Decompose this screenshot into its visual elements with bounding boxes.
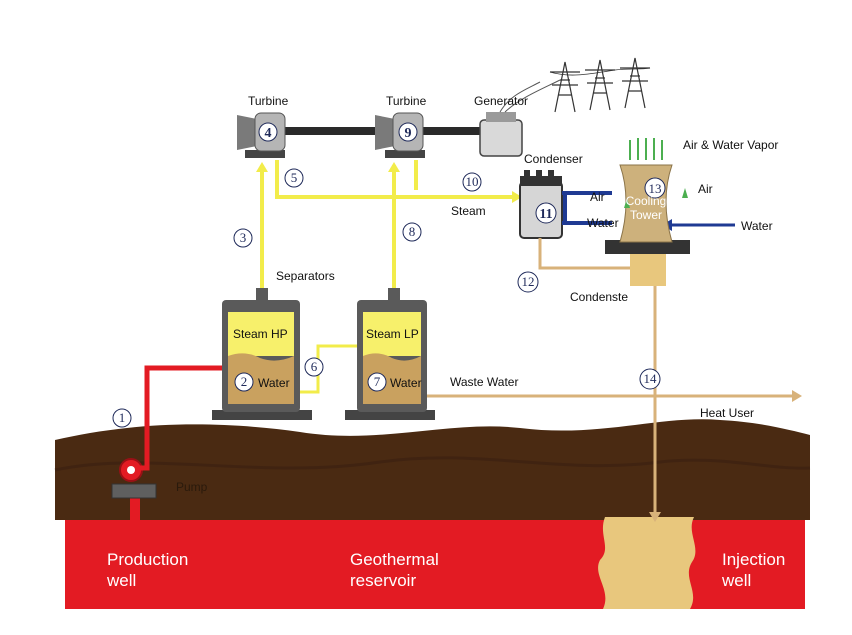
exhaust-line-5 (275, 160, 518, 199)
label-pump: Pump (176, 480, 208, 494)
condensate-line-12 (538, 238, 630, 270)
marker-10: 10 (466, 174, 479, 189)
label-air-water-vapor: Air & Water Vapor (683, 138, 778, 152)
marker-11: 11 (539, 207, 552, 222)
brine-line (140, 365, 225, 471)
label-waste-water: Waste Water (450, 375, 518, 389)
heat-user-arrow (792, 390, 802, 402)
marker-9: 9 (405, 126, 412, 141)
label-steam-lp: Steam LP (366, 327, 419, 341)
air-arrows-icon (624, 188, 688, 208)
steam-arrow-condenser (512, 191, 522, 203)
label-water-in: Water (741, 219, 773, 233)
label-geothermal-reservoir-2: reservoir (350, 571, 416, 590)
ground-layer (55, 419, 810, 520)
label-injection-well: Injection (722, 550, 785, 569)
label-cooling: Cooling (626, 194, 667, 208)
marker-2: 2 (241, 374, 248, 389)
marker-7: 7 (374, 374, 381, 389)
label-steam: Steam (451, 204, 486, 218)
injection-arrow (649, 512, 661, 522)
marker-4: 4 (265, 126, 272, 141)
vapor-plumes-icon (629, 138, 663, 160)
injection-zone (598, 517, 696, 609)
label-condenser: Condenser (524, 152, 583, 166)
marker-3: 3 (240, 230, 247, 245)
label-generator: Generator (474, 94, 528, 108)
marker-12: 12 (522, 274, 535, 289)
label-turbine-right: Turbine (386, 94, 427, 108)
marker-14: 14 (644, 371, 658, 386)
label-heat-user: Heat User (700, 406, 754, 420)
label-tower: Tower (630, 208, 662, 222)
label-geothermal-reservoir: Geothermal (350, 550, 439, 569)
generator-shaft (418, 127, 480, 135)
pump-hub (127, 466, 135, 474)
label-production-well-2: well (106, 571, 136, 590)
turbine-shaft (285, 127, 380, 135)
ground-wave (54, 456, 811, 472)
marker-1: 1 (119, 410, 126, 425)
hp-separator[interactable] (212, 288, 312, 420)
label-water-left: Water (587, 216, 619, 230)
label-separators: Separators (276, 269, 335, 283)
label-steam-hp: Steam HP (233, 327, 288, 341)
label-injection-well-2: well (721, 571, 751, 590)
generator[interactable] (479, 79, 561, 157)
label-turbine-left: Turbine (248, 94, 289, 108)
label-air-right: Air (698, 182, 713, 196)
steam-arrow-8 (388, 162, 400, 172)
marker-13: 13 (649, 181, 662, 196)
condensate-basin (630, 254, 666, 286)
marker-8: 8 (409, 224, 416, 239)
label-production-well: Production (107, 550, 188, 569)
production-well-pipe (130, 490, 140, 530)
label-water-hp: Water (258, 376, 290, 390)
marker-6: 6 (311, 359, 318, 374)
steam-arrow-3 (256, 162, 268, 172)
label-condensate: Condenste (570, 290, 628, 304)
pump-base (111, 483, 157, 499)
power-pylons-icon (549, 57, 651, 113)
label-air-left: Air (590, 190, 605, 204)
marker-5: 5 (291, 170, 298, 185)
cooling-loop (562, 191, 612, 225)
label-water-lp: Water (390, 376, 422, 390)
lp-separator[interactable] (345, 288, 435, 420)
step-markers (112, 122, 666, 428)
